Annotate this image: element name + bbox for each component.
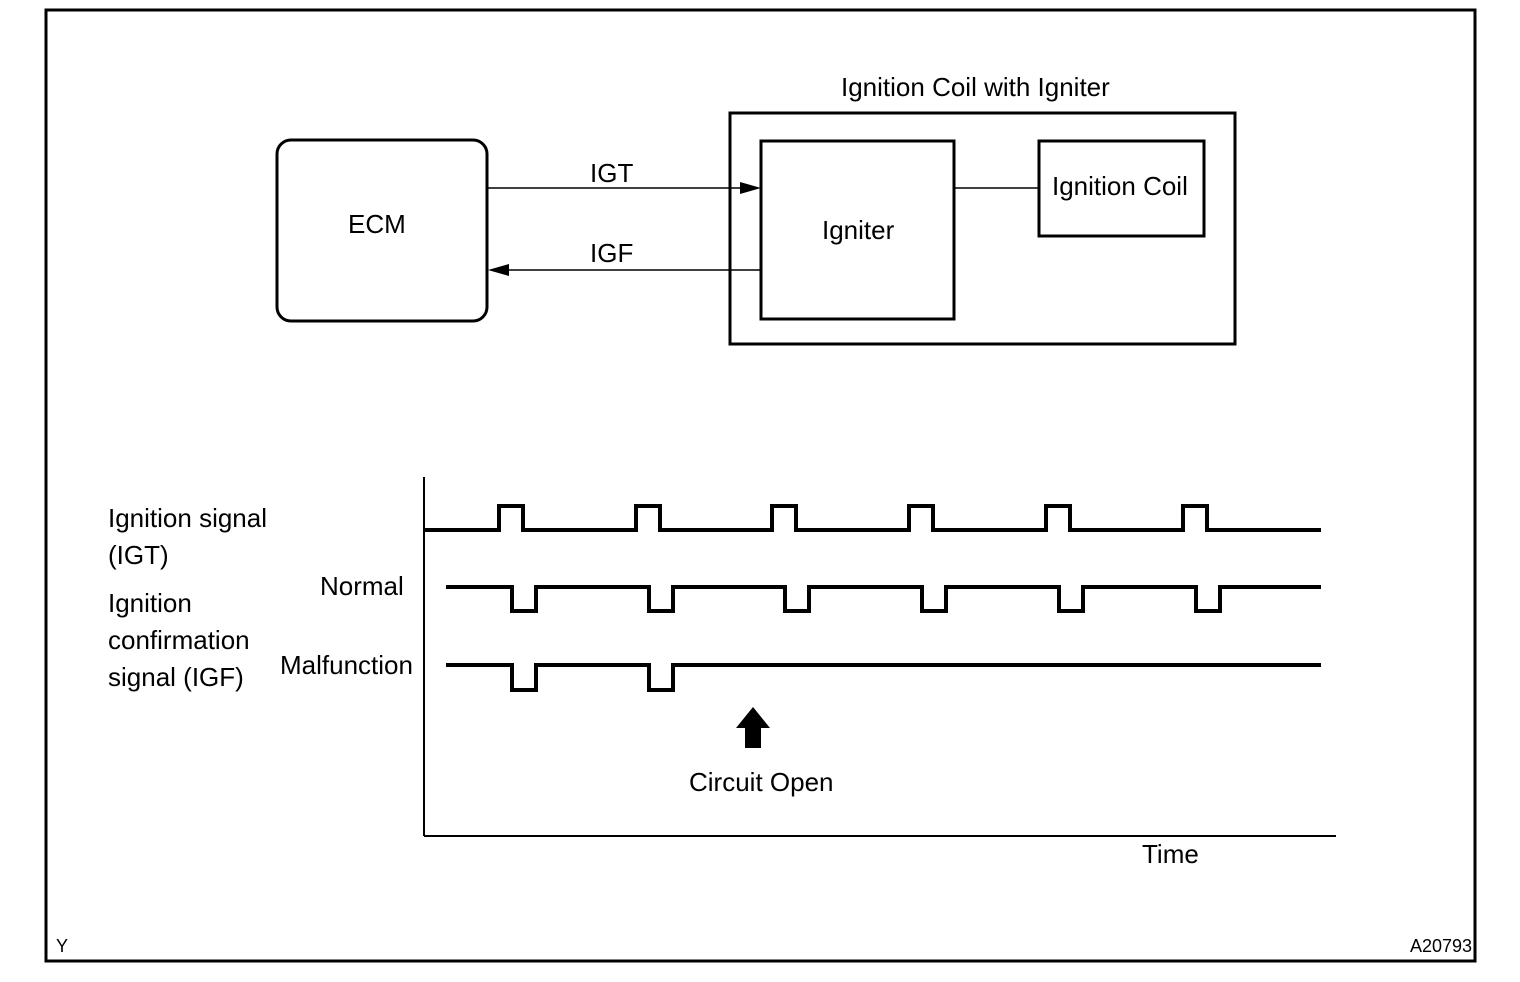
igt-row-label-line2: (IGT)	[108, 540, 169, 570]
ecm-label: ECM	[348, 209, 406, 239]
igniter-box	[759, 139, 956, 321]
assembly-title: Ignition Coil with Igniter	[841, 72, 1110, 102]
igt-row-label-line1: Ignition signal	[108, 503, 267, 533]
igf-signal-label: IGF	[590, 238, 634, 268]
circuit-open-label: Circuit Open	[689, 767, 834, 797]
corner-mark: Y	[56, 936, 69, 956]
ecm-box	[275, 138, 489, 323]
igf-arrowhead	[488, 264, 509, 276]
ignition-coil-label: Ignition Coil	[1052, 171, 1188, 201]
igt-waveform	[424, 504, 1321, 532]
igf-malfunction-waveform	[446, 663, 1321, 692]
igniter-label: Igniter	[822, 215, 895, 245]
figure-id: A20793	[1410, 936, 1473, 956]
igt-pulse-train	[424, 504, 1321, 532]
time-axis-label: Time	[1142, 839, 1199, 869]
igt-signal-label: IGT	[590, 158, 634, 188]
igf-row-label-line3: signal (IGF)	[108, 662, 244, 692]
igt-arrowhead	[740, 182, 761, 194]
igf-normal-pulse-train	[446, 585, 1321, 613]
igf-row-label-line1: Ignition	[108, 588, 192, 618]
normal-label: Normal	[320, 571, 404, 601]
malfunction-label: Malfunction	[280, 650, 413, 680]
igf-normal-waveform	[446, 585, 1321, 613]
igf-malfunction-pulse-train	[446, 663, 1321, 692]
figure-frame	[44, 8, 1477, 963]
igf-row-label-line2: confirmation	[108, 625, 250, 655]
assembly-box	[728, 111, 1237, 346]
circuit-open-arrow-icon	[736, 707, 770, 748]
